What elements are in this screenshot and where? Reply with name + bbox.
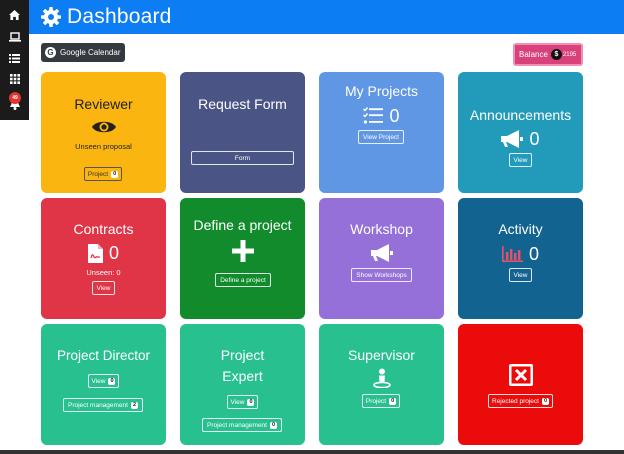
sidebar-item-home[interactable] bbox=[0, 5, 29, 25]
card-request-form: Request Form Form bbox=[180, 72, 305, 193]
card-announcements: Announcements 0 View bbox=[458, 72, 583, 193]
count-badge: 0 bbox=[108, 377, 116, 385]
card-title: My Projects bbox=[344, 83, 419, 99]
count-badge: 0 bbox=[269, 421, 277, 429]
google-icon: G bbox=[45, 47, 56, 58]
close-box-icon bbox=[508, 364, 533, 386]
laptop-icon bbox=[8, 32, 21, 42]
unseen-proposal-text: Unseen proposal bbox=[75, 142, 132, 151]
card-workshop: Workshop Show Workshops bbox=[319, 198, 444, 319]
user-supervisor-icon bbox=[372, 368, 391, 388]
balance-value: 2195 bbox=[562, 51, 577, 58]
card-title: Contracts bbox=[73, 221, 134, 237]
card-title: Define a project bbox=[193, 217, 292, 233]
contracts-view-button[interactable]: View bbox=[92, 281, 115, 295]
balance-button[interactable]: Balance $ 2195 bbox=[513, 43, 583, 66]
card-title: Reviewer bbox=[74, 96, 133, 112]
bullhorn-icon bbox=[501, 130, 524, 148]
activity-count: 0 bbox=[528, 244, 539, 264]
sidebar-item-list[interactable] bbox=[0, 48, 29, 68]
card-title: Workshop bbox=[350, 221, 413, 237]
count-badge: 2 bbox=[130, 401, 138, 409]
plus-icon bbox=[231, 240, 254, 262]
sidebar-item-grid[interactable] bbox=[0, 69, 29, 89]
list-icon bbox=[9, 53, 20, 63]
file-contract-icon bbox=[87, 243, 103, 263]
eye-icon bbox=[91, 121, 116, 133]
bullhorn-icon bbox=[370, 244, 393, 262]
tasks-icon bbox=[363, 107, 384, 124]
grid-icon bbox=[9, 74, 20, 84]
card-title: Project Director bbox=[56, 348, 151, 363]
unseen-contracts-text: Unseen: 0 bbox=[86, 268, 121, 277]
count-badge: 0 bbox=[111, 170, 119, 178]
page-title: Dashboard bbox=[67, 5, 172, 28]
card-contracts: Contracts 0 Unseen: 0 View bbox=[41, 198, 166, 319]
activity-view-button[interactable]: View bbox=[509, 268, 532, 282]
sidebar: 49 bbox=[0, 0, 29, 120]
card-title-line1: Project bbox=[220, 347, 265, 363]
card-activity: Activity 0 View bbox=[458, 198, 583, 319]
home-icon bbox=[9, 10, 20, 20]
card-title: Request Form bbox=[198, 96, 287, 112]
count-badge: 0 bbox=[541, 397, 549, 405]
sidebar-item-laptop[interactable] bbox=[0, 27, 29, 47]
count-badge: 0 bbox=[247, 398, 255, 406]
google-calendar-label: Google Calendar bbox=[60, 48, 121, 57]
bottom-bar bbox=[0, 450, 624, 454]
card-my-projects: My Projects 0 View Project bbox=[319, 72, 444, 193]
card-define-project: Define a project Define a project bbox=[180, 198, 305, 319]
announcements-view-button[interactable]: View bbox=[509, 153, 532, 167]
balance-label: Balance bbox=[519, 50, 548, 59]
form-button[interactable]: Form bbox=[191, 151, 294, 165]
announcements-count: 0 bbox=[529, 129, 540, 149]
top-header: Dashboard bbox=[29, 0, 624, 34]
card-title: Supervisor bbox=[348, 347, 415, 363]
dollar-icon: $ bbox=[550, 49, 562, 60]
card-title: Announcements bbox=[469, 107, 572, 123]
define-project-button[interactable]: Define a project bbox=[215, 273, 271, 287]
card-title-line2: Expert bbox=[222, 368, 263, 384]
gear-icon bbox=[41, 7, 61, 27]
show-workshops-button[interactable]: Show Workshops bbox=[351, 268, 412, 282]
projects-count: 0 bbox=[389, 106, 400, 126]
contracts-count: 0 bbox=[108, 243, 119, 263]
count-badge: 0 bbox=[389, 397, 397, 405]
notification-badge: 49 bbox=[9, 92, 21, 104]
view-project-button[interactable]: View Project bbox=[358, 130, 404, 144]
google-calendar-button[interactable]: G Google Calendar bbox=[41, 43, 125, 62]
card-title: Activity bbox=[498, 221, 543, 237]
bar-chart-icon bbox=[501, 246, 523, 262]
